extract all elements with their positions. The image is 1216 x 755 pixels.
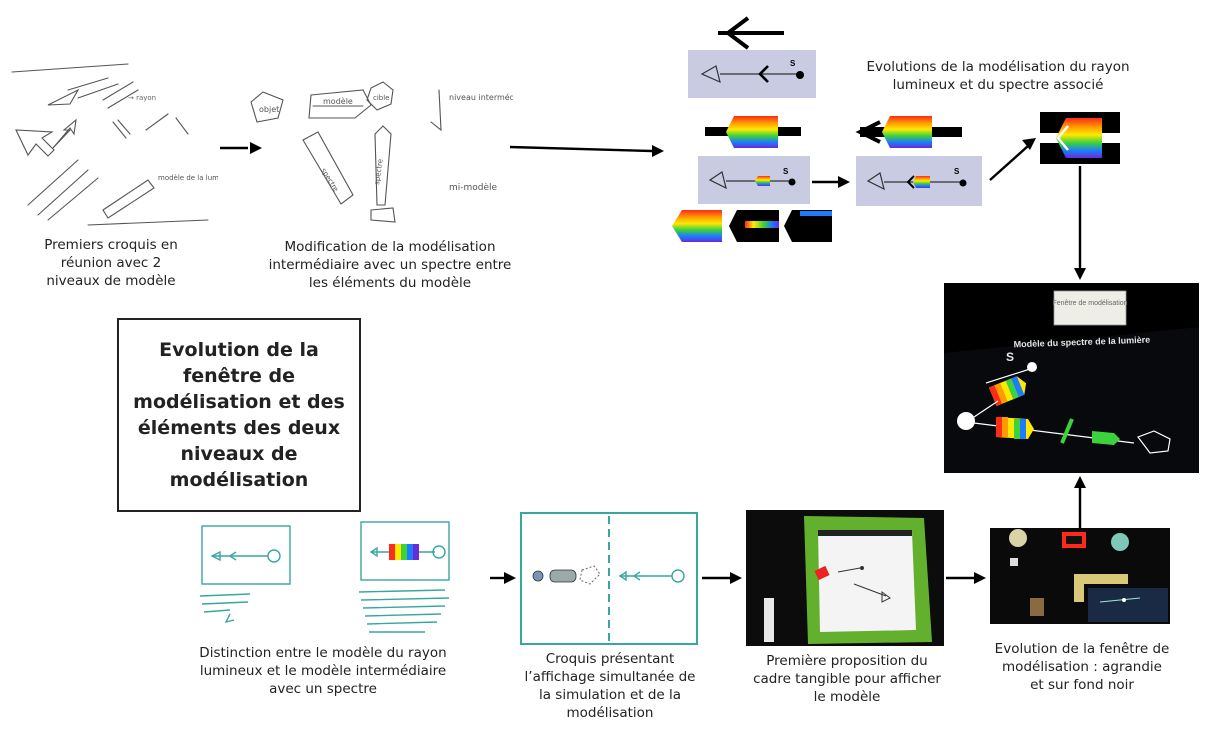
caption-ray-evolutions: Evolutions de la modélisation du rayon l… [866, 59, 1130, 93]
intermediate-sketches: objet modèle cible spectre spectre nivea… [243, 70, 513, 230]
caption-distinction: Distinction entre le modèle du rayon lum… [199, 645, 447, 697]
teal-ray-sketch [190, 520, 300, 630]
panel-title: Modèle du spectre de la lumière [1013, 335, 1150, 350]
enlarged-window-photo [990, 528, 1170, 624]
svg-text:cible: cible [373, 94, 390, 102]
svg-text:→ rayon: → rayon [128, 94, 156, 102]
spectrum-variants [672, 210, 832, 242]
sketch-text-modele: modèle de la lumière cabale [158, 174, 218, 182]
final-window-photo: Fenêtre de modélisation Modèle du spectr… [944, 283, 1199, 473]
ray-v3-source-letter: S [954, 167, 960, 176]
teal-spectrum-sketch [345, 514, 465, 644]
ray-v2-source-letter: S [783, 167, 789, 176]
ray-model-v3: S [856, 156, 982, 206]
caption-tangible-frame: Première proposition du cadre tangible p… [753, 653, 941, 705]
svg-text:spectre: spectre [373, 158, 385, 185]
caption-intermediate-modification: Modification de la modélisation interméd… [268, 239, 512, 291]
caption-meeting-sketches: Premiers croquis en réunion avec 2 nivea… [44, 237, 178, 289]
caption-window-evolution: Evolution de la fenêtre de modélisation … [994, 641, 1170, 693]
block-label: Fenêtre de modélisation [1052, 300, 1127, 307]
sketch-niveau-intermediaire: niveau intermédiaire [449, 92, 513, 102]
ray-v1-source-letter: S [790, 59, 796, 68]
tangible-frame-photo [746, 510, 944, 646]
ray-model-v2: S [698, 156, 810, 204]
sketch-mi-modele: mi-modèle [449, 182, 498, 193]
simultaneous-sketch [520, 512, 698, 645]
spectrum-glyph-v2 [705, 116, 801, 148]
svg-text:objet: objet [259, 105, 279, 114]
flow-arrows [220, 138, 1086, 584]
panel-source-letter: S [1006, 350, 1014, 364]
ray-glyph-arrow [718, 16, 784, 50]
caption-simultaneous-sketch: Croquis présentant l’affichage simultané… [524, 651, 696, 721]
spectrum-glyph-v3 [855, 116, 962, 148]
title-box: Evolution de la fenêtre de modélisation … [117, 318, 361, 512]
ray-model-v1: S [688, 50, 816, 98]
ray-model-final [1040, 112, 1120, 164]
svg-text:modèle: modèle [323, 96, 353, 106]
meeting-sketches: modèle de la lumière cabale → rayon [8, 60, 218, 230]
